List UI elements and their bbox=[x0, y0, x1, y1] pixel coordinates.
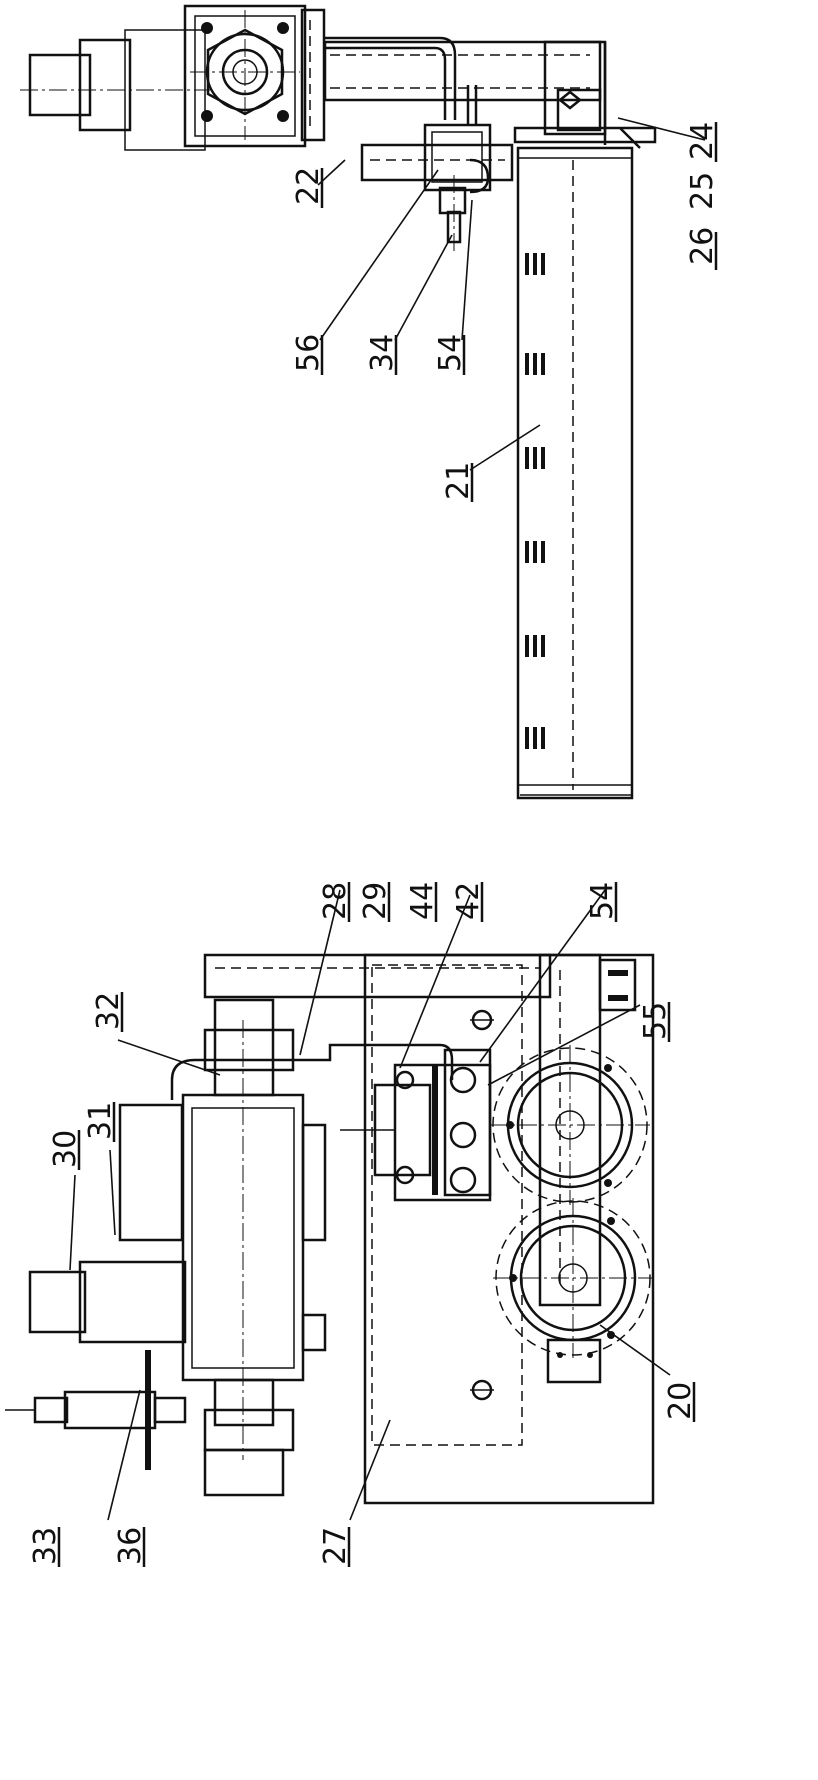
label-54-top: 54 bbox=[433, 334, 468, 372]
label-33: 33 bbox=[28, 1527, 63, 1565]
bottom-assembly bbox=[5, 889, 671, 1521]
label-24: 24 bbox=[685, 122, 720, 160]
label-54-bottom: 54 bbox=[585, 882, 620, 920]
label-28: 28 bbox=[318, 882, 353, 920]
label-21: 21 bbox=[441, 462, 476, 500]
label-36: 36 bbox=[113, 1527, 148, 1565]
valve-block bbox=[183, 4, 307, 148]
top-assembly bbox=[20, 4, 706, 800]
wheel-lower bbox=[493, 1198, 653, 1358]
label-27: 27 bbox=[318, 1527, 353, 1565]
label-32: 32 bbox=[91, 992, 126, 1030]
label-26: 26 bbox=[685, 227, 720, 265]
label-31: 31 bbox=[83, 1102, 118, 1140]
label-30: 30 bbox=[48, 1130, 83, 1168]
label-34: 34 bbox=[365, 334, 400, 372]
label-56: 56 bbox=[291, 334, 326, 372]
label-22: 22 bbox=[291, 167, 326, 205]
valve-cluster bbox=[373, 1048, 492, 1202]
label-25: 25 bbox=[685, 172, 720, 210]
label-44: 44 bbox=[405, 882, 440, 920]
wheel-upper bbox=[490, 1045, 650, 1205]
long-tube bbox=[516, 146, 634, 800]
label-20: 20 bbox=[663, 1382, 698, 1420]
label-55: 55 bbox=[638, 1002, 673, 1040]
part-labels: 24 25 26 22 56 34 54 21 28 29 44 42 54 5… bbox=[28, 122, 720, 1567]
label-29: 29 bbox=[358, 882, 393, 920]
label-42: 42 bbox=[451, 882, 486, 920]
